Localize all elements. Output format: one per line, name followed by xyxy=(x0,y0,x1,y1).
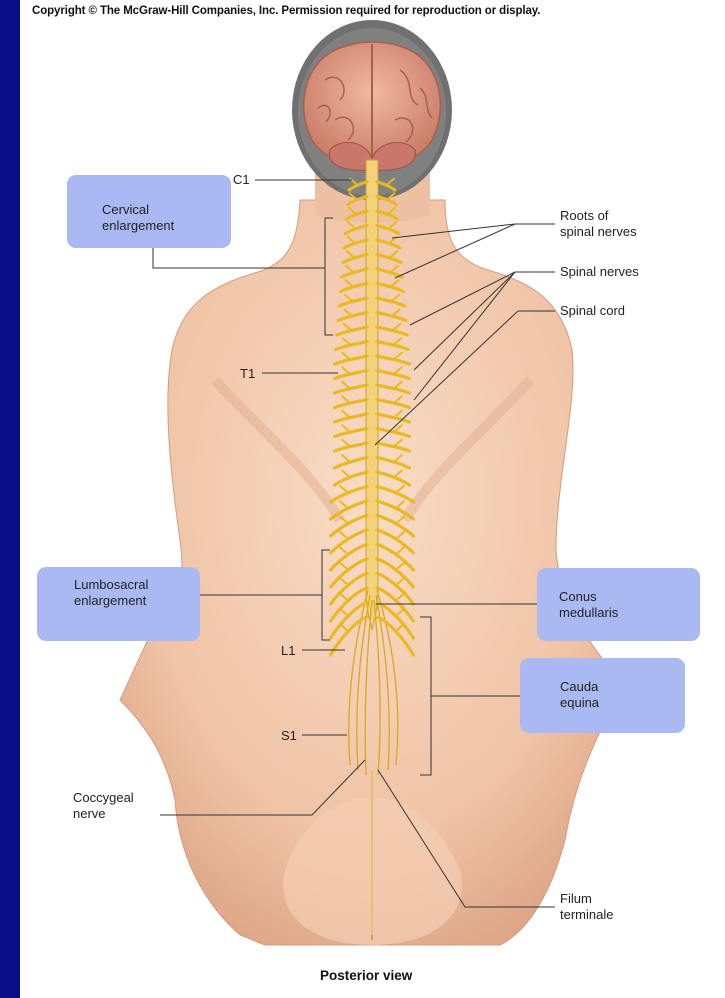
label-spinal-cord: Spinal cord xyxy=(560,303,625,319)
label-conus-line1: Conus xyxy=(559,589,700,605)
copyright-notice: Copyright © The McGraw-Hill Companies, I… xyxy=(32,5,540,17)
label-t1: T1 xyxy=(240,366,255,382)
label-coccygeal-line1: Coccygeal xyxy=(73,790,134,806)
label-box-lumbosacral-enlargement: Lumbosacral enlargement xyxy=(37,567,200,641)
label-coccygeal-nerve: Coccygeal nerve xyxy=(73,790,134,822)
label-cervical-line2: enlargement xyxy=(102,218,231,234)
label-box-conus-medullaris: Conus medullaris xyxy=(537,568,700,641)
label-s1: S1 xyxy=(281,728,297,744)
label-l1: L1 xyxy=(281,643,295,659)
label-lumbosacral-line1: Lumbosacral xyxy=(74,577,200,593)
figure-caption: Posterior view xyxy=(320,968,412,983)
label-roots-line2: spinal nerves xyxy=(560,224,637,240)
label-c1: C1 xyxy=(233,172,250,188)
label-lumbosacral-line2: enlargement xyxy=(74,593,200,609)
label-cauda-line2: equina xyxy=(560,695,685,711)
label-filum-terminale: Filum terminale xyxy=(560,891,613,923)
label-conus-line2: medullaris xyxy=(559,605,700,621)
label-box-cauda-equina: Cauda equina xyxy=(520,658,685,733)
label-roots-of-spinal-nerves: Roots of spinal nerves xyxy=(560,208,637,240)
label-spinal-nerves: Spinal nerves xyxy=(560,264,639,280)
label-coccygeal-line2: nerve xyxy=(73,806,134,822)
label-box-cervical-enlargement: Cervical enlargement xyxy=(67,175,231,248)
label-cervical-line1: Cervical xyxy=(102,202,231,218)
label-filum-line1: Filum xyxy=(560,891,613,907)
label-cauda-line1: Cauda xyxy=(560,679,685,695)
label-filum-line2: terminale xyxy=(560,907,613,923)
label-roots-line1: Roots of xyxy=(560,208,637,224)
